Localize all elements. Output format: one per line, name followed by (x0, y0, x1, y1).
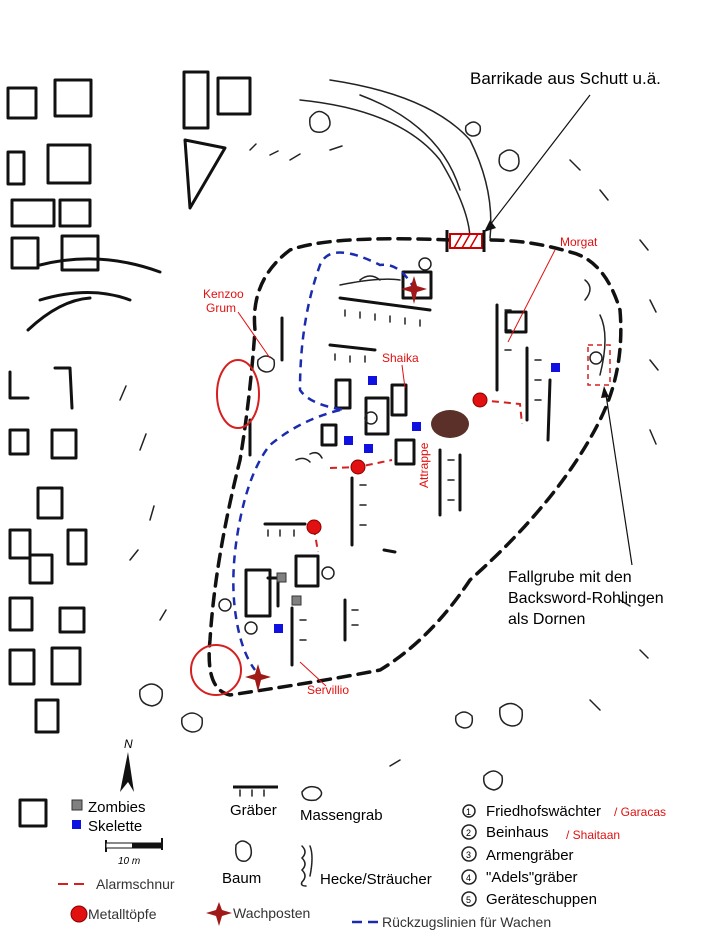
legend-metal-pots: Metalltöpfe (88, 906, 157, 922)
pit-trap (587, 344, 611, 386)
grave-marks (267, 309, 542, 641)
legend-graves: Gräber (230, 802, 277, 819)
legend-item-note: / Shaitaan (566, 828, 620, 842)
guard-post-icon (401, 276, 427, 304)
tree-icon (234, 840, 253, 862)
legend-item-label: Beinhaus (486, 824, 549, 841)
legend-skeletons: Skelette (88, 818, 142, 835)
terrain-hatching (119, 143, 659, 767)
shaika-label: Shaika (382, 351, 419, 365)
pit-label-2: Backsword-Rohlingen (508, 590, 664, 607)
annotation-lines (237, 249, 556, 687)
svg-text:5: 5 (466, 895, 471, 905)
graves (248, 296, 552, 667)
zombies (276, 572, 302, 606)
legend-building-icon (18, 798, 48, 828)
grum-label: Grum (206, 301, 236, 315)
map-number-markers (218, 257, 603, 635)
pit-label-3: als Dornen (508, 611, 585, 628)
legend-item-label: "Adels"gräber (486, 869, 578, 886)
scale-label: 10 m (118, 856, 140, 867)
cemetery-wall (207, 237, 623, 697)
morgat-label: Morgat (560, 235, 598, 249)
scale-bar: 10 m (105, 838, 163, 867)
metal-pot-icon (70, 905, 88, 923)
svg-text:1: 1 (466, 807, 471, 817)
legend-item-label: Armengräber (486, 847, 574, 864)
marked-area (216, 359, 260, 429)
north-label: N (124, 737, 133, 751)
metal-pot (350, 459, 366, 475)
guard-post-legend-icon (206, 902, 232, 926)
alarm-line (479, 399, 523, 425)
legend-hedge: Hecke/Sträucher (320, 871, 432, 888)
legend-item-label: Geräteschuppen (486, 891, 597, 908)
skeletons (274, 363, 560, 633)
hedge-icon (300, 845, 313, 887)
retreat-line (232, 408, 341, 671)
legend-guard-post: Wachposten (233, 905, 310, 921)
legend-item-label: Friedhofswächter (486, 803, 601, 820)
mass-grave-icon (301, 785, 323, 802)
svg-text:4: 4 (466, 873, 471, 883)
town-buildings (6, 70, 252, 734)
skeleton-icon (72, 820, 81, 829)
legend-mass-grave: Massengrab (300, 807, 383, 824)
guard-post-icon (245, 664, 271, 692)
north-arrow-icon (120, 752, 134, 792)
svg-text:2: 2 (466, 828, 471, 838)
metal-pot (472, 392, 488, 408)
pit-label-1: Fallgrube mit den (508, 569, 632, 586)
hedge (295, 275, 606, 463)
retreat-line (298, 251, 417, 412)
marked-area (190, 644, 242, 696)
kenzoo-label: Kenzoo (203, 287, 244, 301)
metal-pot (306, 519, 322, 535)
tree-icons (139, 110, 524, 791)
decoy-label: Attrappe (417, 442, 431, 488)
legend-item-note: / Garacas (614, 805, 666, 819)
barricade-label: Barrikade aus Schutt u.ä. (470, 69, 661, 88)
zombie-icon (71, 799, 83, 811)
legend-retreat-lines: Rückzugslinien für Wachen (382, 914, 551, 930)
cemetery-buildings (244, 270, 528, 618)
legend-tree: Baum (222, 870, 261, 887)
svg-text:3: 3 (466, 850, 471, 860)
numbered-legend: 1 Friedhofswächter / Garacas 2 Beinhaus … (461, 803, 666, 908)
servillio-label: Servillio (307, 683, 349, 697)
decoy (431, 410, 469, 438)
legend-zombies: Zombies (88, 799, 146, 816)
legend-alarm-line: Alarmschnur (96, 876, 175, 892)
